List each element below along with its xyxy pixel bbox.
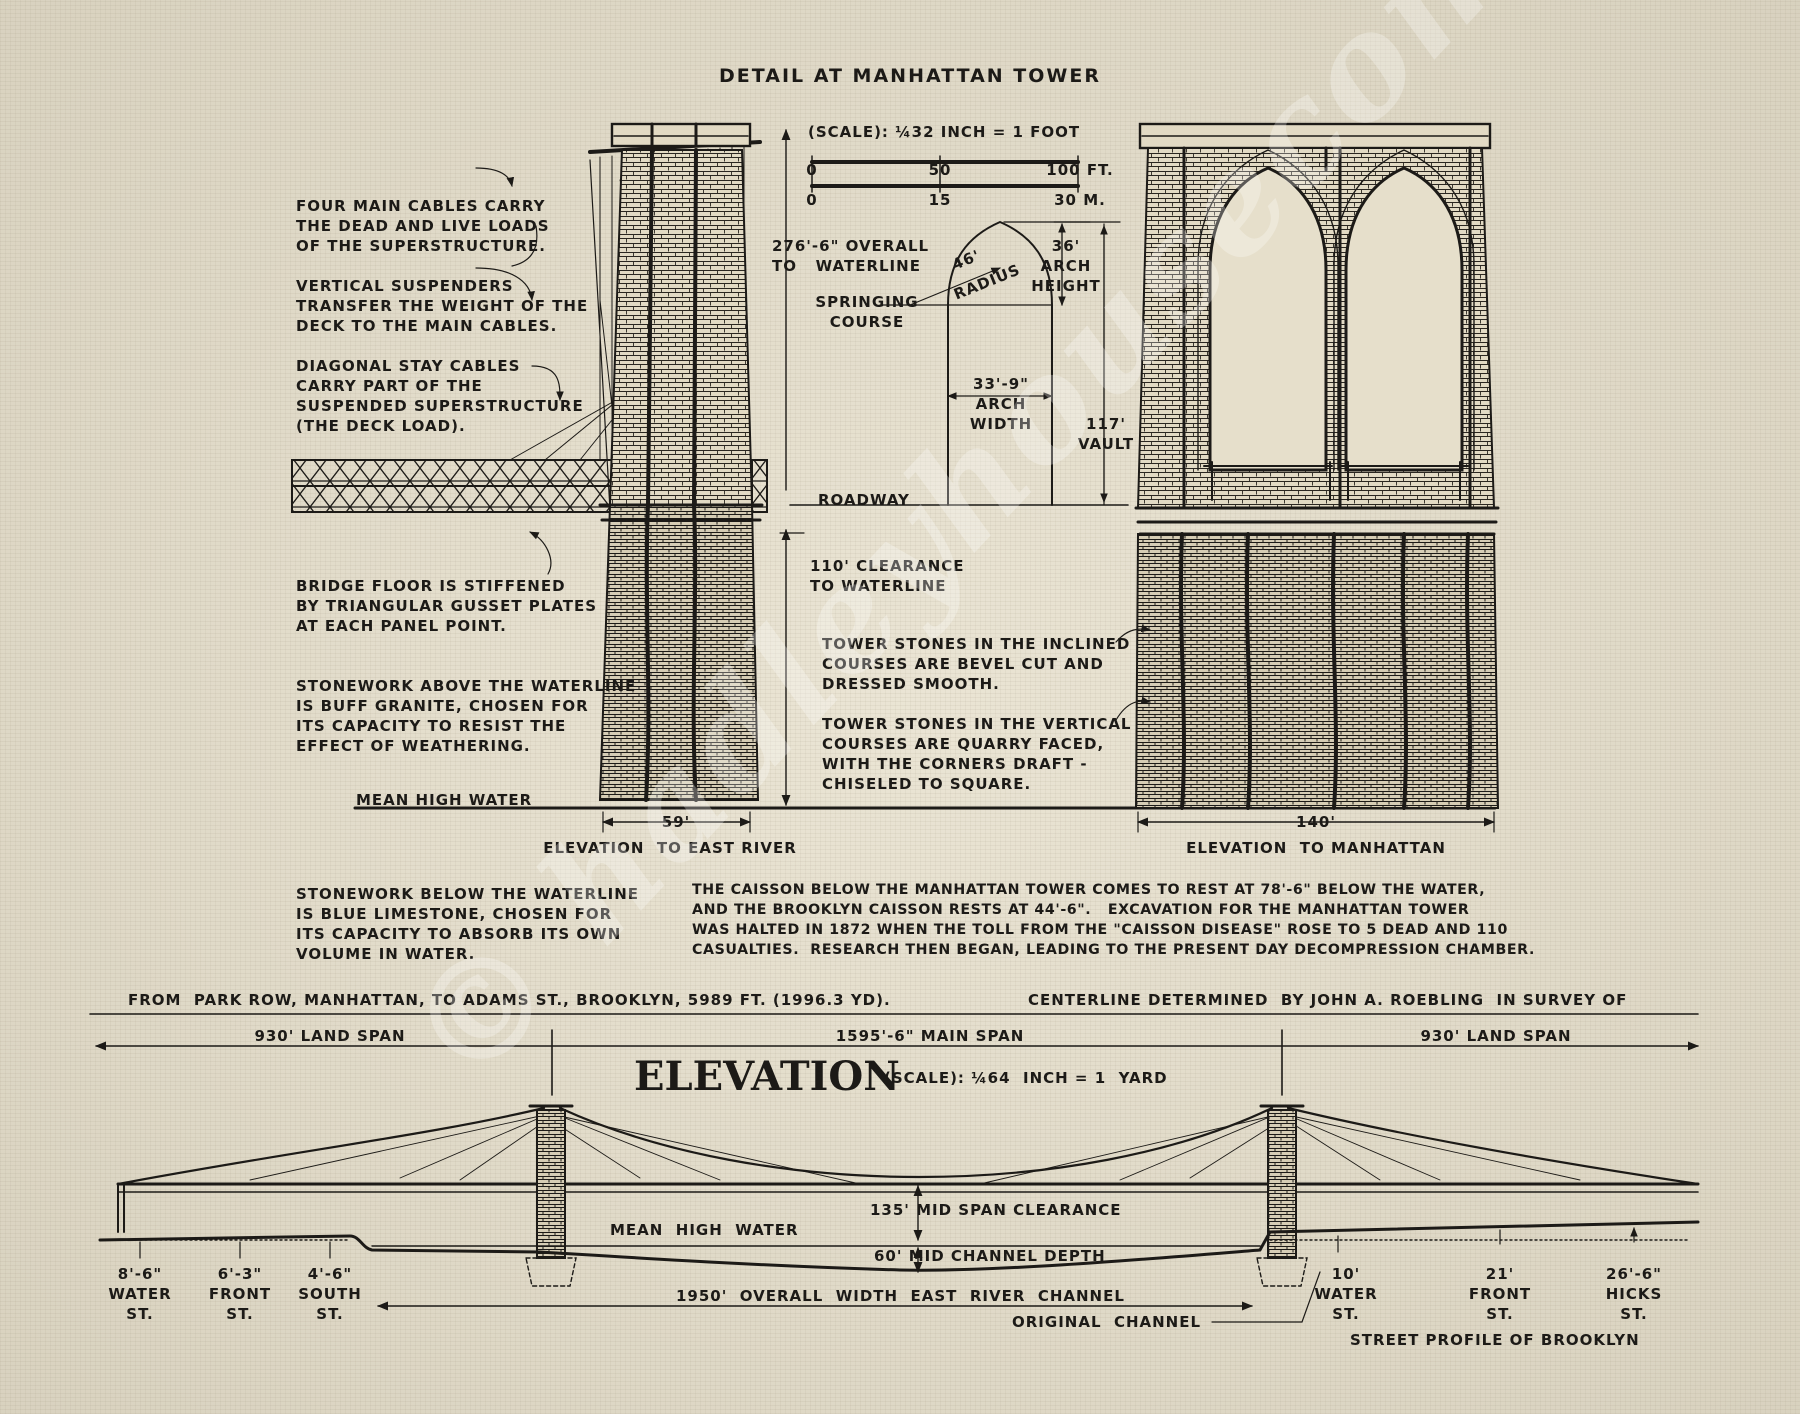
note-limestone: STONEWORK BELOW THE WATERLINE IS BLUE LI…: [296, 885, 640, 963]
street-name: WATER ST.: [1314, 1285, 1378, 1323]
scale-ft-100: 100 FT.: [1046, 161, 1114, 179]
street-name: WATER ST.: [108, 1285, 172, 1323]
label-elevation-east-river: ELEVATION TO EAST RIVER: [543, 839, 797, 857]
dim-roadway: ROADWAY: [818, 491, 910, 509]
elevation-from-line: FROM PARK ROW, MANHATTAN, TO ADAMS ST., …: [128, 991, 891, 1009]
note-bevel-cut: TOWER STONES IN THE INCLINED COURSES ARE…: [822, 635, 1131, 693]
street-value: 4'-6": [307, 1265, 353, 1283]
label-mean-high-water-detail: MEAN HIGH WATER: [356, 791, 533, 809]
street-name: FRONT ST.: [1468, 1285, 1532, 1323]
scale-m-0: 0: [806, 191, 818, 209]
elevation-title: ELEVATION: [634, 1053, 900, 1100]
channel-width: 1950' OVERALL WIDTH EAST RIVER CHANNEL: [676, 1287, 1125, 1305]
note-main-cables: FOUR MAIN CABLES CARRY THE DEAD AND LIVE…: [296, 197, 550, 255]
street-name: FRONT ST.: [208, 1285, 272, 1323]
label-elevation-manhattan: ELEVATION TO MANHATTAN: [1186, 839, 1446, 857]
mid-channel-depth: 60' MID CHANNEL DEPTH: [874, 1247, 1106, 1265]
scale-label: (SCALE): ¼32 INCH = 1 FOOT: [808, 123, 1081, 141]
mean-high-water: MEAN HIGH WATER: [610, 1221, 799, 1239]
note-caisson: THE CAISSON BELOW THE MANHATTAN TOWER CO…: [692, 882, 1535, 958]
dim-springing-course: SPRINGING COURSE: [815, 293, 919, 331]
land-span-right: 930' LAND SPAN: [1420, 1027, 1572, 1045]
street-value: 21': [1485, 1265, 1515, 1283]
scale-ft-50: 50: [928, 161, 952, 179]
street-value: 10': [1331, 1265, 1361, 1283]
detail-title: DETAIL AT MANHATTAN TOWER: [719, 65, 1101, 87]
street-value: 6'-3": [217, 1265, 263, 1283]
dim-arch-width: 33'-9" ARCH WIDTH: [969, 375, 1033, 433]
scale-ft-0: 0: [806, 161, 818, 179]
dim-vault: 117' VAULT: [1077, 415, 1135, 453]
street-value: 26'-6": [1606, 1265, 1662, 1283]
note-quarry-faced: TOWER STONES IN THE VERTICAL COURSES ARE…: [822, 715, 1132, 793]
street-name: SOUTH ST.: [298, 1285, 362, 1323]
dim-arch-height: 36' ARCH HEIGHT: [1031, 237, 1101, 295]
note-floor: BRIDGE FLOOR IS STIFFENED BY TRIANGULAR …: [296, 577, 598, 635]
note-suspenders: VERTICAL SUSPENDERS TRANSFER THE WEIGHT …: [296, 277, 589, 335]
dim-overall-height: 276'-6" OVERALL TO WATERLINE: [772, 237, 930, 275]
dim-tower-width: 140': [1296, 813, 1336, 831]
elevation-scale: (SCALE): ¼64 INCH = 1 YARD: [884, 1069, 1168, 1087]
note-stays: DIAGONAL STAY CABLES CARRY PART OF THE S…: [296, 357, 584, 435]
note-granite: STONEWORK ABOVE THE WATERLINE IS BUFF GR…: [296, 677, 637, 755]
scale-m-15: 15: [928, 191, 952, 209]
street-profile-brooklyn: STREET PROFILE OF BROOKLYN: [1350, 1331, 1640, 1349]
street-name: HICKS ST.: [1605, 1285, 1663, 1323]
elevation-centerline: CENTERLINE DETERMINED BY JOHN A. ROEBLIN…: [1028, 991, 1628, 1009]
dim-tower-depth: 59': [661, 813, 691, 831]
street-value: 8'-6": [117, 1265, 163, 1283]
dim-clearance: 110' CLEARANCE TO WATERLINE: [810, 557, 965, 595]
scale-m-30: 30 M.: [1054, 191, 1106, 209]
original-channel: ORIGINAL CHANNEL: [1012, 1313, 1202, 1331]
main-span: 1595'-6" MAIN SPAN: [835, 1027, 1025, 1045]
mid-span-clearance: 135' MID SPAN CLEARANCE: [870, 1201, 1122, 1219]
land-span-left: 930' LAND SPAN: [254, 1027, 406, 1045]
